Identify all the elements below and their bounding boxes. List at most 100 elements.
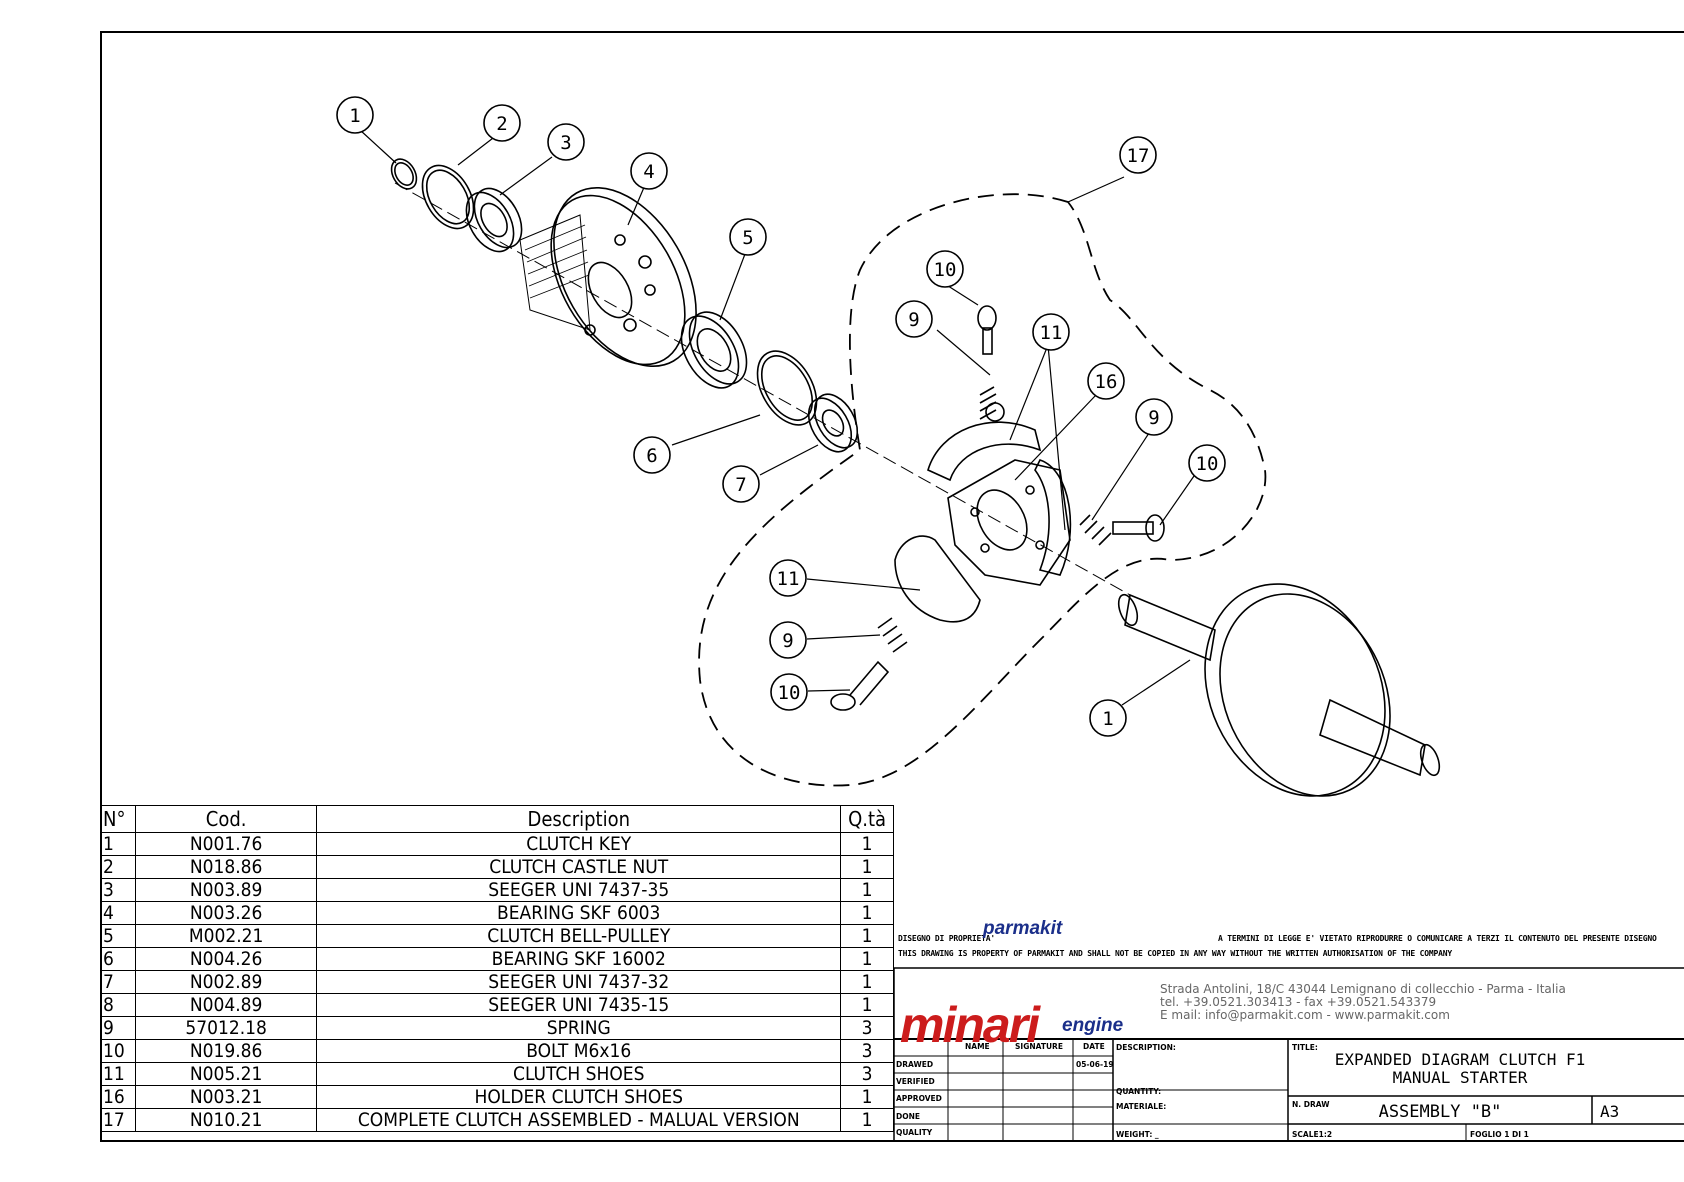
- col-description: Description: [316, 805, 842, 833]
- assembly-envelope: [698, 193, 1267, 787]
- balloon-17: 17: [1119, 136, 1157, 174]
- copyright-en: THIS DRAWING IS PROPERTY OF PARMAKIT AND…: [898, 949, 1452, 958]
- balloon-label: 9: [782, 630, 793, 652]
- part-7-seeger-ring: [421, 164, 475, 230]
- cell-n: 10: [100, 1039, 136, 1063]
- balloon-7: 2: [483, 104, 521, 142]
- materiale-label: MATERIALE:: [1116, 1102, 1167, 1111]
- balloon-10: 10: [770, 673, 808, 711]
- balloon-10: 10: [1188, 444, 1226, 482]
- balloon-5: 4: [630, 152, 668, 190]
- balloon-6: 3: [547, 123, 585, 161]
- drawing-frame: [100, 31, 1684, 1142]
- balloon-11: 11: [769, 559, 807, 597]
- part-5-clutch-bell-pulley: [519, 186, 697, 368]
- part-8-seeger-ring: [390, 158, 418, 190]
- cell-description: BOLT M6x16: [316, 1039, 842, 1063]
- balloon-label: 10: [778, 682, 801, 704]
- balloon-label: 16: [1095, 371, 1118, 393]
- cell-qta: 1: [840, 878, 894, 902]
- scale-label: SCALE1:2: [1292, 1130, 1333, 1139]
- cell-description: CLUTCH SHOES: [316, 1062, 842, 1086]
- cell-qta: 1: [840, 901, 894, 925]
- cell-cod: N019.86: [134, 1039, 318, 1063]
- balloon-4: 5: [729, 218, 767, 256]
- cell-cod: N018.86: [134, 855, 318, 879]
- title-label: TITLE:: [1292, 1043, 1318, 1052]
- ndraw-label: N. DRAW: [1292, 1100, 1330, 1109]
- cell-qta: 1: [840, 855, 894, 879]
- col-name-label: NAME: [965, 1042, 990, 1051]
- cell-cod: N004.26: [134, 947, 318, 971]
- title-line-2: MANUAL STARTER: [1392, 1068, 1528, 1087]
- cell-description: SPRING: [316, 1016, 842, 1040]
- col-n: N°: [100, 805, 136, 833]
- cell-qta: 1: [840, 1108, 894, 1132]
- balloon-label: 5: [742, 227, 753, 249]
- address-line-2: tel. +39.0521.303413 - fax +39.0521.5433…: [1160, 995, 1437, 1009]
- part-3-seeger-ring: [756, 350, 818, 426]
- part-9-springs: [877, 386, 1112, 653]
- cell-qta: 1: [840, 947, 894, 971]
- quantity-label: QUANTITY:: [1116, 1087, 1162, 1096]
- sheet-number: FOGLIO 1 DI 1: [1470, 1130, 1529, 1139]
- cell-description: SEEGER UNI 7437-32: [316, 970, 842, 994]
- minari-logo: minari: [900, 997, 1040, 1053]
- balloon-label: 17: [1127, 145, 1150, 167]
- cell-cod: N001.76: [134, 832, 318, 856]
- copyright-it: A TERMINI DI LEGGE E' VIETATO RIPRODURRE…: [1218, 934, 1657, 943]
- parts-header-row: N° Cod. Description Q.tà: [100, 805, 894, 833]
- balloon-label: 2: [496, 113, 507, 135]
- balloon-3: 6: [633, 436, 671, 474]
- part-6-bearing: [465, 187, 523, 253]
- cell-qta: 1: [840, 924, 894, 948]
- balloon-2: 7: [722, 465, 760, 503]
- balloon-label: 4: [643, 161, 654, 183]
- cell-qta: 3: [840, 1016, 894, 1040]
- balloon-9: 9: [769, 621, 807, 659]
- part-16-holder: [947, 459, 1071, 586]
- weight-label: WEIGHT: _: [1116, 1130, 1159, 1139]
- part-4-bearing: [680, 311, 748, 389]
- cell-qta: 1: [840, 832, 894, 856]
- balloon-9: 9: [1135, 398, 1173, 436]
- cell-cod: N003.21: [134, 1085, 318, 1109]
- balloon-label: 10: [934, 259, 957, 281]
- property-label: DISEGNO DI PROPRIETA': [898, 934, 995, 943]
- balloon-label: 11: [1040, 322, 1063, 344]
- balloon-1: 1: [1089, 699, 1127, 737]
- assembly-label: ASSEMBLY "B": [1378, 1102, 1502, 1122]
- balloon-label: 11: [777, 568, 800, 590]
- balloon-9: 9: [895, 300, 933, 338]
- cell-description: CLUTCH KEY: [316, 832, 842, 856]
- col-date-label: DATE: [1083, 1042, 1105, 1051]
- balloon-label: 9: [1148, 407, 1159, 429]
- cell-cod: N003.89: [134, 878, 318, 902]
- cell-n: 7: [100, 970, 136, 994]
- leader-lines: [359, 129, 1195, 706]
- approved-label: APPROVED: [896, 1094, 942, 1103]
- cell-description: BEARING SKF 6003: [316, 901, 842, 925]
- cell-cod: M002.21: [134, 924, 318, 948]
- cell-n: 9: [100, 1016, 136, 1040]
- drawing-title: EXPANDED DIAGRAM CLUTCH F1 MANUAL STARTE…: [1290, 1051, 1630, 1087]
- drawed-label: DRAWED: [896, 1060, 934, 1069]
- sheet-format: A3: [1600, 1102, 1620, 1121]
- quality-label: QUALITY: [896, 1128, 933, 1137]
- verified-label: VERIFIED: [896, 1077, 935, 1086]
- description-label: DESCRIPTION:: [1116, 1043, 1176, 1052]
- col-signature-label: SIGNATURE: [1015, 1042, 1063, 1051]
- cell-description: CLUTCH BELL-PULLEY: [316, 924, 842, 948]
- balloon-label: 7: [735, 474, 746, 496]
